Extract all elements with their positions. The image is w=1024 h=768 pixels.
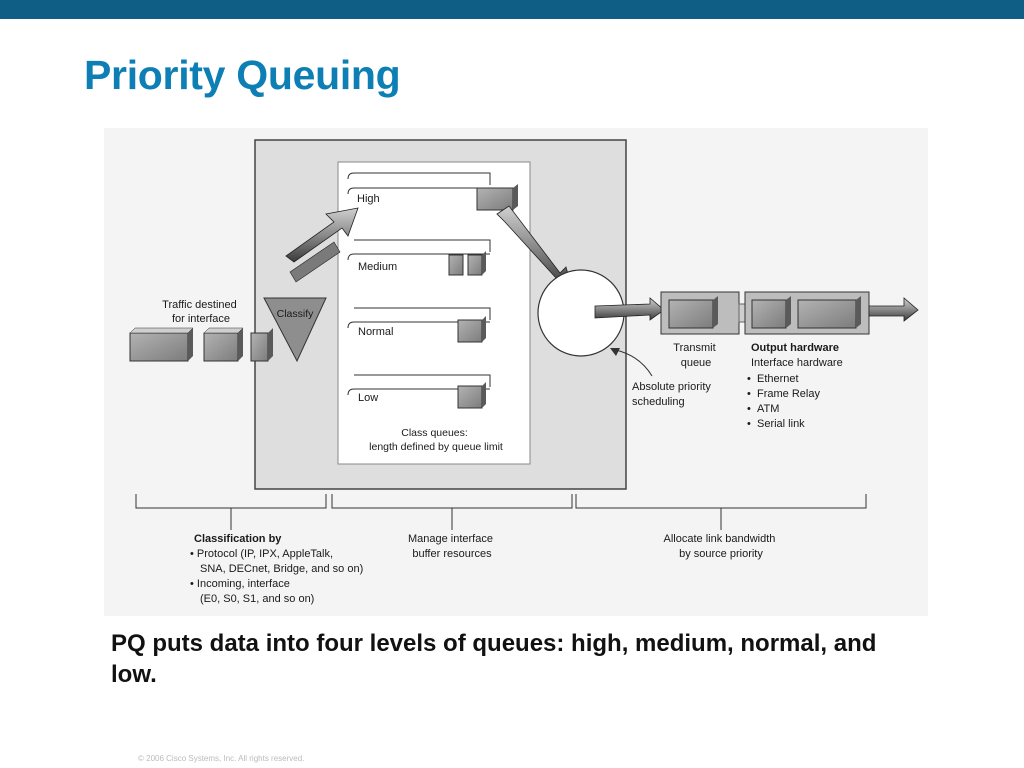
manage-label: Manage interface buffer resources: [408, 533, 496, 560]
packet-icon: [668, 299, 714, 329]
packet-icon: [797, 299, 857, 329]
output-hardware-title: Output hardware: [751, 342, 839, 354]
connector: [738, 303, 746, 323]
bracket-classification: [135, 494, 327, 530]
arrowhead-icon: [610, 348, 620, 356]
bracket-manage: [331, 494, 573, 530]
allocate-label: Allocate link bandwidth by source priori…: [664, 533, 779, 560]
packet-icon: [751, 299, 787, 329]
priority-queuing-diagram: Traffic destined for interface Classify …: [104, 128, 928, 616]
classify-funnel-icon: [263, 297, 327, 363]
packet-icon: [457, 319, 483, 343]
queue-slot-medium: Medium: [347, 239, 491, 276]
bracket-allocate: [575, 494, 867, 530]
queue-slot-normal: Normal: [347, 307, 491, 343]
arrow-icon: [285, 207, 359, 263]
classify-label: Classify: [277, 308, 315, 320]
classification-title: Classification by: [194, 533, 282, 545]
class-queues-label: Class queues: length defined by queue li…: [369, 427, 503, 453]
queue-label-low: Low: [358, 392, 378, 404]
scheduling-label: Absolute priority scheduling: [632, 381, 714, 408]
packet-icon: [467, 254, 483, 276]
slide-caption: PQ puts data into four levels of queues:…: [111, 630, 877, 688]
arrow-icon: [868, 297, 919, 322]
classification-list: • Protocol (IP, IPX, AppleTalk, SNA, DEC…: [190, 548, 366, 605]
queue-slot-low: Low: [347, 374, 491, 409]
transmit-queue: [660, 291, 740, 335]
slide-title: Priority Queuing: [84, 52, 401, 98]
class-queues-area: [337, 161, 531, 465]
packet-icon: [129, 332, 189, 362]
queue-label-high: High: [357, 193, 380, 205]
queue-label-medium: Medium: [358, 261, 397, 273]
output-hardware-queue: [744, 291, 870, 335]
packet-icon: [203, 332, 239, 362]
packet-icon: [457, 385, 483, 409]
output-hardware-subtitle: Interface hardware: [751, 357, 843, 369]
top-bar: [0, 0, 1024, 19]
copyright-footer: © 2006 Cisco Systems, Inc. All rights re…: [138, 754, 305, 763]
incoming-packets: [129, 327, 273, 362]
traffic-label: Traffic destined for interface: [162, 299, 240, 325]
arrow-icon: [594, 297, 665, 321]
packet-icon: [250, 332, 269, 362]
queue-label-normal: Normal: [358, 326, 393, 338]
output-hardware-list: •Ethernet •Frame Relay •ATM •Serial link: [747, 373, 823, 430]
arrow-icon: [289, 241, 341, 283]
packet-icon: [448, 254, 464, 276]
transmit-queue-label: Transmit queue: [673, 342, 718, 369]
queue-slot-high: High: [347, 172, 518, 211]
pointer-line: [615, 349, 653, 377]
